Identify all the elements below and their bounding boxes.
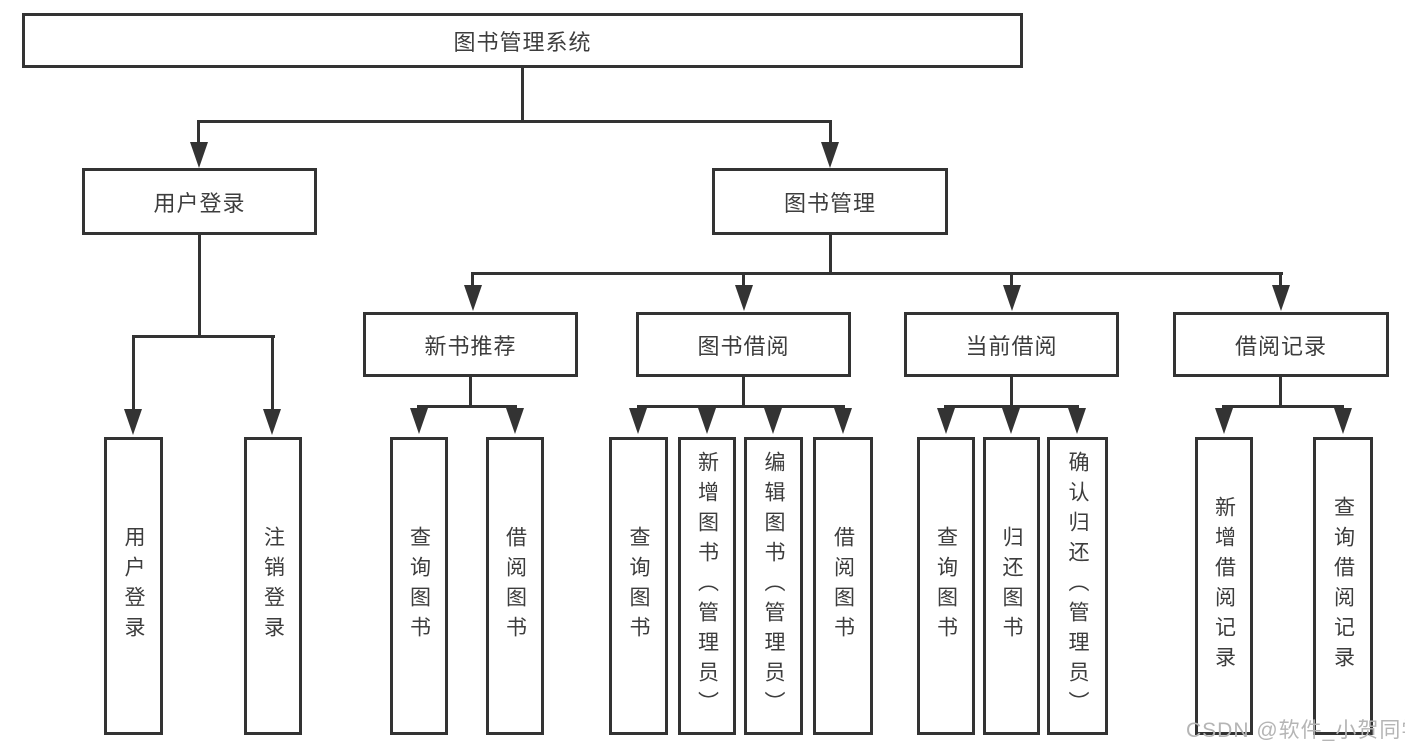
leaf-add-book-admin: 新增图书（管理员） — [678, 437, 736, 735]
leaf-label: 查询借阅记录 — [1331, 496, 1355, 676]
node-current-borrow: 当前借阅 — [904, 312, 1119, 377]
leaf-label: 查询图书 — [934, 526, 958, 646]
arrow-down-icon — [190, 142, 208, 168]
arrow-down-icon — [834, 408, 852, 434]
leaf-label: 新增图书（管理员） — [695, 451, 719, 721]
arrow-down-icon — [821, 142, 839, 168]
leaf-logout: 注销登录 — [244, 437, 302, 735]
leaf-query-book-3: 查询图书 — [917, 437, 975, 735]
arrow-down-icon — [1003, 285, 1021, 311]
leaf-label: 确认归还（管理员） — [1066, 451, 1090, 721]
arrow-down-icon — [937, 408, 955, 434]
arrow-down-icon — [124, 409, 142, 435]
connector-line — [197, 120, 200, 144]
connector-line — [1010, 377, 1013, 405]
arrow-down-icon — [1272, 285, 1290, 311]
leaf-label: 归还图书 — [1000, 526, 1024, 646]
arrow-down-icon — [1068, 408, 1086, 434]
node-root: 图书管理系统 — [22, 13, 1023, 68]
arrow-down-icon — [263, 409, 281, 435]
connector-line — [1222, 405, 1344, 408]
connector-line — [637, 405, 845, 408]
leaf-query-book-1: 查询图书 — [390, 437, 448, 735]
leaf-label: 用户登录 — [122, 526, 146, 646]
connector-line — [132, 335, 275, 338]
arrow-down-icon — [698, 408, 716, 434]
connector-line — [829, 120, 832, 144]
arrow-down-icon — [410, 408, 428, 434]
leaf-query-borrow-record: 查询借阅记录 — [1313, 437, 1373, 735]
leaf-label: 借阅图书 — [503, 526, 527, 646]
connector-line — [944, 405, 1079, 408]
watermark: CSDN @软件_小贺同学 — [1186, 719, 1405, 742]
connector-line — [471, 272, 474, 288]
connector-line — [198, 235, 201, 335]
leaf-label: 新增借阅记录 — [1212, 496, 1236, 676]
node-borrow-record: 借阅记录 — [1173, 312, 1389, 377]
leaf-label: 查询图书 — [627, 526, 651, 646]
connector-line — [742, 272, 745, 288]
leaf-add-borrow-record: 新增借阅记录 — [1195, 437, 1253, 735]
leaf-borrow-book-1: 借阅图书 — [486, 437, 544, 735]
arrow-down-icon — [1334, 408, 1352, 434]
leaf-confirm-return-admin: 确认归还（管理员） — [1047, 437, 1108, 735]
leaf-edit-book-admin: 编辑图书（管理员） — [744, 437, 803, 735]
connector-line — [417, 405, 517, 408]
connector-line — [1279, 377, 1282, 405]
arrow-down-icon — [629, 408, 647, 434]
node-book-borrow: 图书借阅 — [636, 312, 851, 377]
leaf-label: 借阅图书 — [831, 526, 855, 646]
connector-line — [469, 377, 472, 405]
arrow-down-icon — [464, 285, 482, 311]
arrow-down-icon — [1215, 408, 1233, 434]
leaf-return-book: 归还图书 — [983, 437, 1040, 735]
leaf-label: 注销登录 — [261, 526, 285, 646]
arrow-down-icon — [735, 285, 753, 311]
arrow-down-icon — [506, 408, 524, 434]
connector-line — [472, 272, 1283, 275]
arrow-down-icon — [1002, 408, 1020, 434]
leaf-borrow-book-2: 借阅图书 — [813, 437, 873, 735]
connector-line — [1279, 272, 1282, 288]
connector-line — [742, 377, 745, 405]
connector-line — [271, 335, 274, 411]
connector-line — [829, 235, 832, 272]
leaf-user-login: 用户登录 — [104, 437, 163, 735]
connector-line — [521, 68, 524, 120]
node-book-management: 图书管理 — [712, 168, 948, 235]
connector-line — [197, 120, 832, 123]
arrow-down-icon — [764, 408, 782, 434]
connector-line — [1010, 272, 1013, 288]
leaf-query-book-2: 查询图书 — [609, 437, 668, 735]
leaf-label: 查询图书 — [407, 526, 431, 646]
leaf-label: 编辑图书（管理员） — [762, 451, 786, 721]
node-user-login: 用户登录 — [82, 168, 317, 235]
node-new-book-recommend: 新书推荐 — [363, 312, 578, 377]
connector-line — [132, 335, 135, 411]
